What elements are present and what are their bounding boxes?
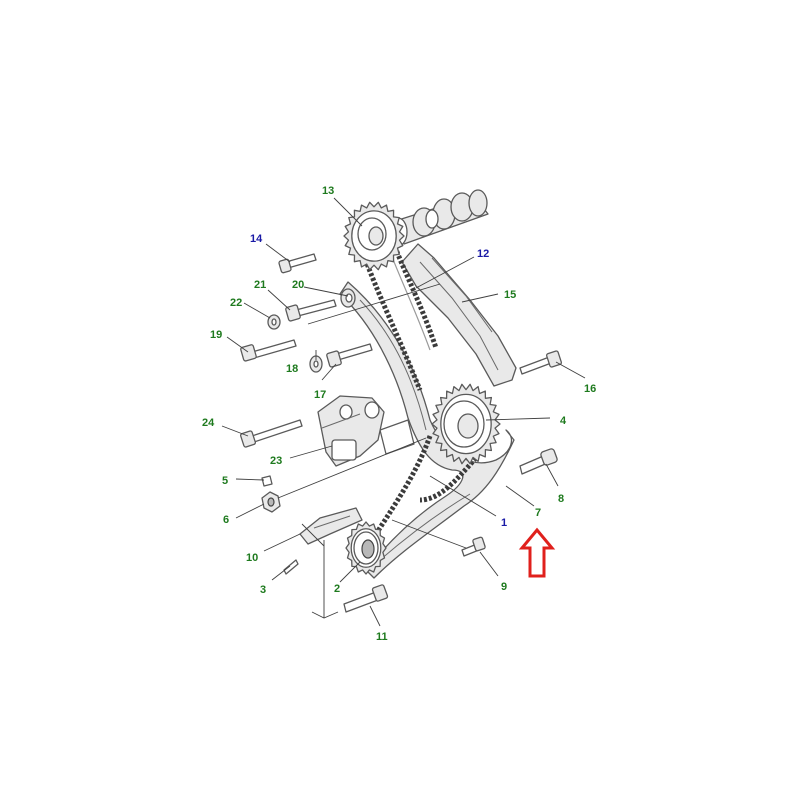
pin-9 — [461, 536, 486, 557]
guide-rail-10 — [299, 507, 363, 545]
crank-sprocket-2 — [345, 521, 387, 575]
washer-22 — [267, 314, 281, 330]
sprocket-4 — [431, 383, 501, 465]
callout-14: 14 — [250, 233, 263, 245]
callout-2: 2 — [334, 583, 340, 595]
bolt-17 — [326, 343, 373, 368]
callout-3: 3 — [260, 584, 266, 596]
callout-17: 17 — [314, 389, 326, 401]
callout-10: 10 — [246, 552, 258, 564]
callout-4: 4 — [560, 415, 567, 427]
nut-6 — [261, 491, 281, 513]
bolt-11 — [343, 584, 389, 613]
callout-22: 22 — [230, 297, 242, 309]
callout-6: 6 — [223, 514, 229, 526]
callout-19: 19 — [210, 329, 222, 341]
key-5 — [261, 475, 273, 487]
camshaft — [388, 189, 489, 247]
callout-7: 7 — [535, 507, 541, 519]
callout-1: 1 — [501, 517, 507, 529]
bolt-14 — [278, 253, 317, 274]
callout-labels: 13 14 12 15 20 21 22 19 18 17 16 4 24 23… — [202, 185, 596, 643]
bolt-24 — [240, 419, 303, 448]
arrow-up-outline-icon — [518, 527, 556, 578]
callout-20: 20 — [292, 279, 304, 291]
callout-16: 16 — [584, 383, 596, 395]
callout-5: 5 — [222, 475, 228, 487]
tensioner-23 — [317, 395, 385, 467]
callout-15: 15 — [504, 289, 516, 301]
bush-20 — [340, 288, 356, 308]
callout-9: 9 — [501, 581, 507, 593]
callout-18: 18 — [286, 363, 298, 375]
callout-12: 12 — [477, 248, 489, 260]
chain-guide-15 — [401, 243, 517, 387]
callout-11: 11 — [376, 631, 388, 643]
bolt-19 — [240, 339, 297, 362]
callout-8: 8 — [558, 493, 564, 505]
callout-23: 23 — [270, 455, 282, 467]
callout-24: 24 — [202, 417, 215, 429]
clip-3 — [283, 559, 299, 575]
stud-16 — [519, 350, 562, 375]
leader-lines — [221, 197, 586, 627]
callout-13: 13 — [322, 185, 334, 197]
cam-sprocket-13 — [343, 201, 405, 271]
pin-8 — [519, 448, 558, 475]
callout-21: 21 — [254, 279, 266, 291]
